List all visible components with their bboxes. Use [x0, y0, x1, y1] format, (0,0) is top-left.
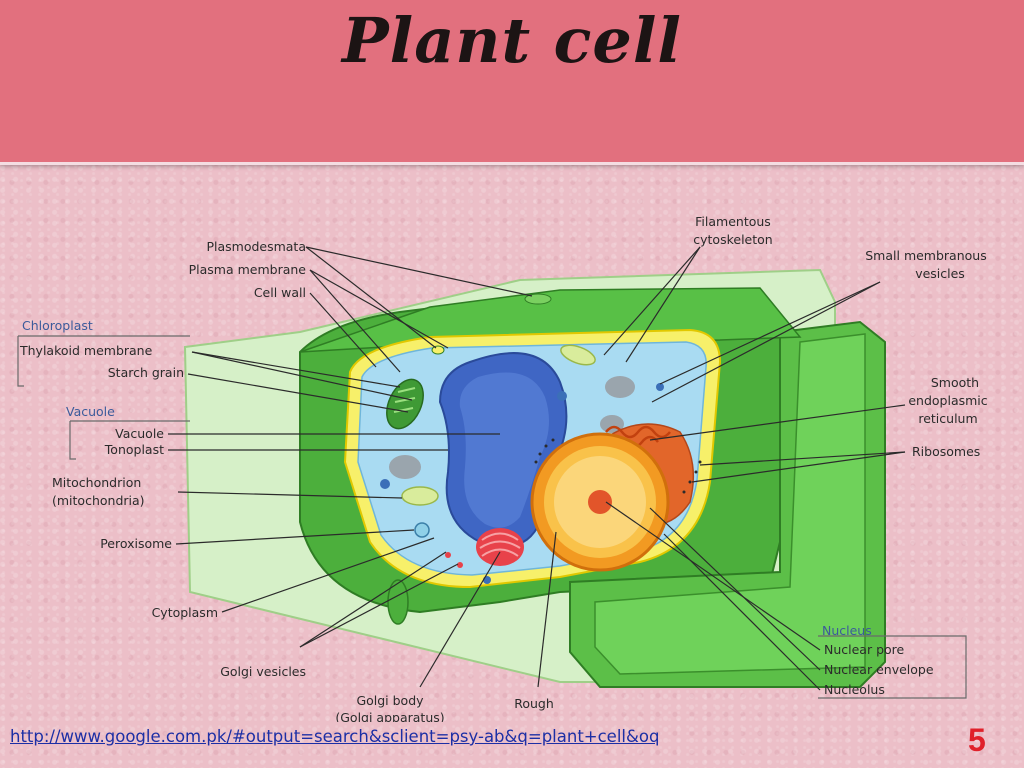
source-link[interactable]: http://www.google.com.pk/#output=search&… [10, 727, 660, 746]
label-golgi-body: Golgi body [356, 693, 424, 708]
label-vacuole: Vacuole [115, 426, 164, 441]
plant-cell-svg: Plasmodesmata Plasma membrane Cell wall … [17, 214, 988, 725]
label-chloroplast-group: Chloroplast [22, 318, 93, 333]
label-mitochondrion: Mitochondrion [52, 475, 141, 490]
label-cytoplasm: Cytoplasm [152, 605, 218, 620]
slide-title: Plant cell [342, 4, 682, 77]
label-vesicles: vesicles [915, 266, 965, 281]
label-plasma-membrane: Plasma membrane [189, 262, 307, 277]
label-nuclear-envelope: Nuclear envelope [824, 662, 934, 677]
vacuole-highlight [459, 372, 549, 528]
small-vesicle-3 [656, 383, 664, 391]
nucleus [530, 432, 670, 572]
label-ribosomes: Ribosomes [912, 444, 980, 459]
golgi-body [476, 528, 524, 566]
starch-body [389, 455, 421, 479]
label-thylakoid-membrane: Thylakoid membrane [19, 343, 153, 358]
label-small-vesicles: Small membranous [865, 248, 986, 263]
mitochondrion-2 [560, 344, 596, 366]
small-vesicle-4 [483, 576, 491, 584]
plasmodesma-mark-2 [431, 345, 445, 355]
small-vesicle [380, 479, 390, 489]
label-peroxisome: Peroxisome [100, 536, 172, 551]
label-golgi-vesicles: Golgi vesicles [220, 664, 306, 679]
label-starch-grain: Starch grain [108, 365, 184, 380]
ribosomes [534, 438, 702, 494]
label-cell-wall: Cell wall [254, 285, 306, 300]
leader-lines [168, 246, 906, 691]
chloroplast [386, 378, 424, 430]
label-vacuole-group: Vacuole [66, 404, 115, 419]
starch-body-2 [605, 376, 635, 398]
group-boxes [17, 335, 967, 699]
wall-plastid [387, 579, 409, 625]
label-nucleus-group: Nucleus [822, 623, 872, 638]
label-rough: Rough [514, 696, 554, 711]
mitochondrion [401, 486, 439, 506]
page-number: 5 [968, 722, 986, 758]
label-filamentous: Filamentous [695, 214, 771, 229]
cell-wall-right-inner [594, 333, 866, 675]
peroxisome [414, 522, 430, 538]
label-smooth-er-1: Smooth [931, 375, 979, 390]
label-nuclear-pore: Nuclear pore [824, 642, 905, 657]
plant-cell-diagram: Plasmodesmata Plasma membrane Cell wall … [0, 162, 1024, 725]
golgi-vesicle-2 [445, 552, 451, 558]
label-nucleolus: Nucleolus [824, 682, 885, 697]
label-plasmodesmata: Plasmodesmata [206, 239, 306, 254]
label-golgi-apparatus: (Golgi apparatus) [335, 710, 444, 722]
label-mitochondria: (mitochondria) [52, 493, 145, 508]
title-band: Plant cell [0, 0, 1024, 165]
golgi-vesicle [457, 562, 463, 568]
label-tonoplast: Tonoplast [104, 442, 164, 457]
label-cytoskeleton: cytoskeleton [693, 232, 772, 247]
small-vesicle-2 [557, 391, 567, 401]
label-smooth-er-3: reticulum [918, 411, 977, 426]
label-smooth-er-2: endoplasmic [908, 393, 987, 408]
